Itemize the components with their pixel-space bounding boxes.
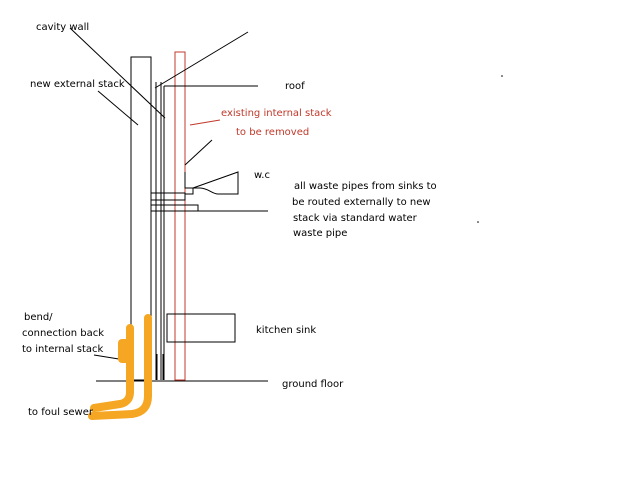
new-pipe-bend [90, 324, 134, 412]
label-note-line3: stack via standard water [293, 213, 418, 224]
new-pipe-work [88, 314, 152, 420]
new-pipe-main [88, 314, 152, 420]
label-bend-line2: connection back [22, 328, 104, 339]
dot-mark-1 [501, 75, 503, 77]
label-roof: roof [285, 81, 305, 92]
label-note-line4: waste pipe [293, 228, 347, 239]
wc-connector-pipe [150, 192, 186, 201]
label-bend-line3: to internal stack [22, 344, 104, 355]
label-wc: w.c [254, 170, 270, 181]
label-ground-floor: ground floor [282, 379, 344, 390]
bend-connector [118, 339, 134, 363]
dot-mark-2 [477, 221, 479, 223]
label-to-foul-sewer: to foul sewer [28, 407, 94, 418]
label-to-be-removed: to be removed [236, 127, 309, 138]
new-external-stack [130, 56, 152, 381]
label-existing-internal-stack: existing internal stack [221, 108, 332, 119]
kitchen-sink [166, 313, 236, 343]
label-note-line1: all waste pipes from sinks to [294, 181, 437, 192]
leader-wc [184, 139, 213, 166]
wc-shape [184, 171, 239, 195]
label-kitchen-sink: kitchen sink [256, 325, 316, 336]
leader-roof [154, 31, 249, 89]
leader-cavity-wall [69, 27, 166, 119]
label-bend-line1: bend/ [24, 312, 53, 323]
existing-internal-stack [174, 51, 186, 381]
label-cavity-wall: cavity wall [36, 22, 89, 33]
leader-existing-stack [189, 119, 221, 126]
leader-new-external-stack [97, 90, 139, 126]
wc-waste-pipe [150, 204, 199, 212]
label-note-line2: be routed externally to new [292, 197, 431, 208]
label-new-external-stack: new external stack [30, 79, 125, 90]
